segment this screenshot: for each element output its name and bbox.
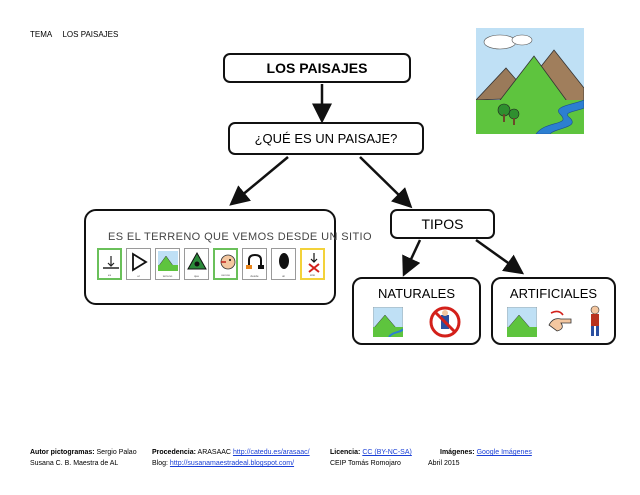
- artificiales-node: ARTIFICIALES: [491, 277, 616, 345]
- definition-node: ES EL TERRENO QUE VEMOS DESDE UN SITIO e…: [84, 209, 372, 305]
- header-subject: LOS PAISAJES: [62, 30, 119, 39]
- tipos-node: TIPOS: [390, 209, 495, 239]
- play-icon: el: [126, 248, 151, 280]
- naturales-text: NATURALES: [377, 286, 456, 301]
- images-link[interactable]: Google Imágenes: [476, 449, 532, 456]
- images-label: Imágenes:: [440, 449, 475, 456]
- hand-icon: [548, 310, 572, 332]
- date-text: Abril 2015: [428, 460, 460, 467]
- terrain-icon: es: [97, 248, 122, 280]
- blog-label: Blog:: [152, 460, 168, 467]
- license-label: Licencia:: [330, 449, 361, 456]
- artificiales-text: ARTIFICIALES: [509, 286, 598, 301]
- person-icon: [590, 305, 600, 336]
- school-name: CEIP Tomás Romojaro: [330, 460, 401, 467]
- arrow-tipos-naturales: [402, 239, 422, 277]
- author-name: Sergio Palao: [96, 449, 137, 456]
- blog-link[interactable]: http://susanamaestradeal.blogspot.com/: [169, 460, 295, 467]
- definition-text: ES EL TERRENO QUE VEMOS DESDE UN SITIO: [108, 231, 372, 243]
- triangle-icon: que: [184, 248, 209, 280]
- arrow-tipos-artificiales: [475, 238, 525, 275]
- arrow-icon: desde: [242, 248, 267, 280]
- no-person-icon: [429, 306, 461, 338]
- author-label: Autor pictogramas:: [30, 449, 95, 456]
- landscape-icon: [507, 307, 537, 337]
- landscape-icon: [373, 307, 403, 337]
- maker-name: Susana C. B. Maestra de AL: [30, 460, 119, 467]
- pictogram-row: es el terreno que vemos desde un sitio: [97, 248, 325, 280]
- arrow-question-definition: [229, 156, 289, 206]
- face-icon: vemos: [213, 248, 238, 280]
- oval-icon: un: [271, 248, 296, 280]
- place-icon: sitio: [300, 248, 325, 280]
- title-text: LOS PAISAJES: [266, 60, 368, 76]
- question-node: ¿QUÉ ES UN PAISAJE?: [228, 122, 424, 155]
- source-link[interactable]: http://catedu.es/arasaac/: [232, 449, 310, 456]
- landscape-icon: terreno: [155, 248, 180, 280]
- tipos-text: TIPOS: [421, 216, 464, 232]
- header-tema: TEMA: [30, 30, 53, 39]
- naturales-node: NATURALES: [352, 277, 481, 345]
- source-name: ARASAAC: [197, 449, 231, 456]
- footer: Autor pictogramas: Sergio Palao Proceden…: [30, 447, 630, 471]
- title-node: LOS PAISAJES: [223, 53, 411, 83]
- header: TEMA LOS PAISAJES: [30, 30, 126, 39]
- license-link[interactable]: CC (BY-NC-SA): [362, 449, 412, 456]
- source-label: Procedencia:: [152, 449, 196, 456]
- arrow-question-tipos: [359, 156, 413, 209]
- question-text: ¿QUÉ ES UN PAISAJE?: [254, 131, 398, 146]
- landscape-illustration: [476, 28, 584, 134]
